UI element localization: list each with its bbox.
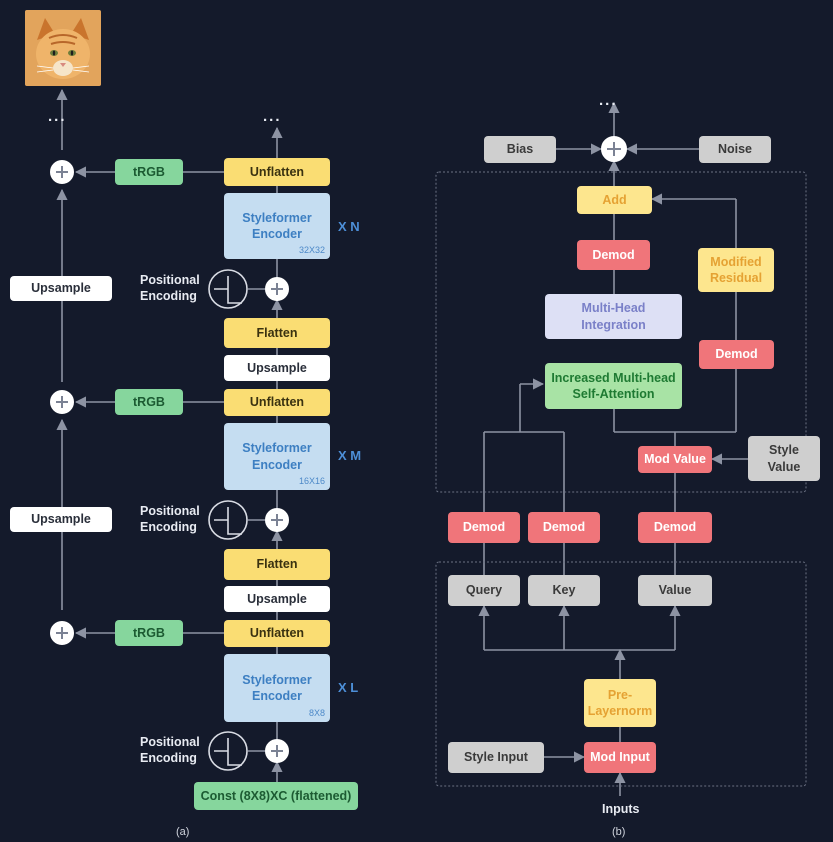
query-block: Query — [448, 575, 520, 606]
unflatten-block-3: Unflatten — [224, 620, 330, 647]
unflatten-block-2: Unflatten — [224, 389, 330, 416]
mod-value-block: Mod Value — [638, 446, 712, 473]
repeat-n-label: X N — [338, 219, 360, 234]
flatten-block-2: Flatten — [224, 549, 330, 580]
positional-encoding-label-2: Positional Encoding — [140, 504, 200, 535]
flatten-block-1: Flatten — [224, 318, 330, 348]
repeat-m-label: X M — [338, 448, 362, 463]
encoder-resolution: 32X32 — [298, 245, 325, 256]
key-block: Key — [528, 575, 600, 606]
caption-b: (b) — [612, 826, 626, 838]
value-block: Value — [638, 575, 712, 606]
demod-block-value: Demod — [638, 512, 712, 543]
upsample-block-1: Upsample — [224, 355, 330, 381]
unflatten-block-1: Unflatten — [224, 158, 330, 186]
styleformer-encoder-3: Styleformer Encoder 8X8 — [224, 654, 330, 722]
repeat-l-label: X L — [338, 680, 359, 695]
multi-head-integration-block: Multi-Head Integration — [545, 294, 682, 339]
ellipsis-right: ... — [599, 92, 618, 109]
upsample-left-2: Upsample — [10, 507, 112, 532]
add-block: Add — [577, 186, 652, 214]
encoder-label: Styleformer Encoder — [242, 672, 312, 703]
self-attention-block: Increased Multi-head Self-Attention — [545, 363, 682, 409]
upsample-left-1: Upsample — [10, 276, 112, 301]
style-input-block: Style Input — [448, 742, 544, 773]
bias-block: Bias — [484, 136, 556, 163]
const-input-block: Const (8X8)XC (flattened) — [194, 782, 358, 810]
cat-output-image — [25, 10, 101, 86]
ellipsis-mid: ... — [263, 108, 282, 125]
modified-residual-block: Modified Residual — [698, 248, 774, 292]
encoder-label: Styleformer Encoder — [242, 441, 312, 472]
encoder-resolution: 8X8 — [308, 708, 325, 719]
positional-encoding-label-1: Positional Encoding — [140, 273, 200, 304]
trgb-block-2: tRGB — [115, 389, 183, 415]
ellipsis-left: ... — [48, 108, 67, 125]
styleformer-encoder-1: Styleformer Encoder 32X32 — [224, 193, 330, 259]
caption-a: (a) — [176, 826, 190, 838]
upsample-block-2: Upsample — [224, 586, 330, 612]
demod-block-residual: Demod — [699, 340, 774, 369]
positional-encoding-label-3: Positional Encoding — [140, 735, 200, 766]
encoder-resolution: 16X16 — [298, 476, 325, 487]
demod-block-query: Demod — [448, 512, 520, 543]
plus-icon-group — [50, 136, 627, 763]
inputs-label: Inputs — [602, 802, 640, 816]
noise-block: Noise — [699, 136, 771, 163]
styleformer-encoder-2: Styleformer Encoder 16X16 — [224, 423, 330, 490]
demod-block-top: Demod — [577, 240, 650, 270]
mod-input-block: Mod Input — [584, 742, 656, 773]
trgb-block-1: tRGB — [115, 159, 183, 185]
demod-block-key: Demod — [528, 512, 600, 543]
style-value-block: Style Value — [748, 436, 820, 481]
encoder-label: Styleformer Encoder — [242, 210, 312, 241]
pre-layernorm-block: Pre-Layernorm — [584, 679, 656, 727]
trgb-block-3: tRGB — [115, 620, 183, 646]
